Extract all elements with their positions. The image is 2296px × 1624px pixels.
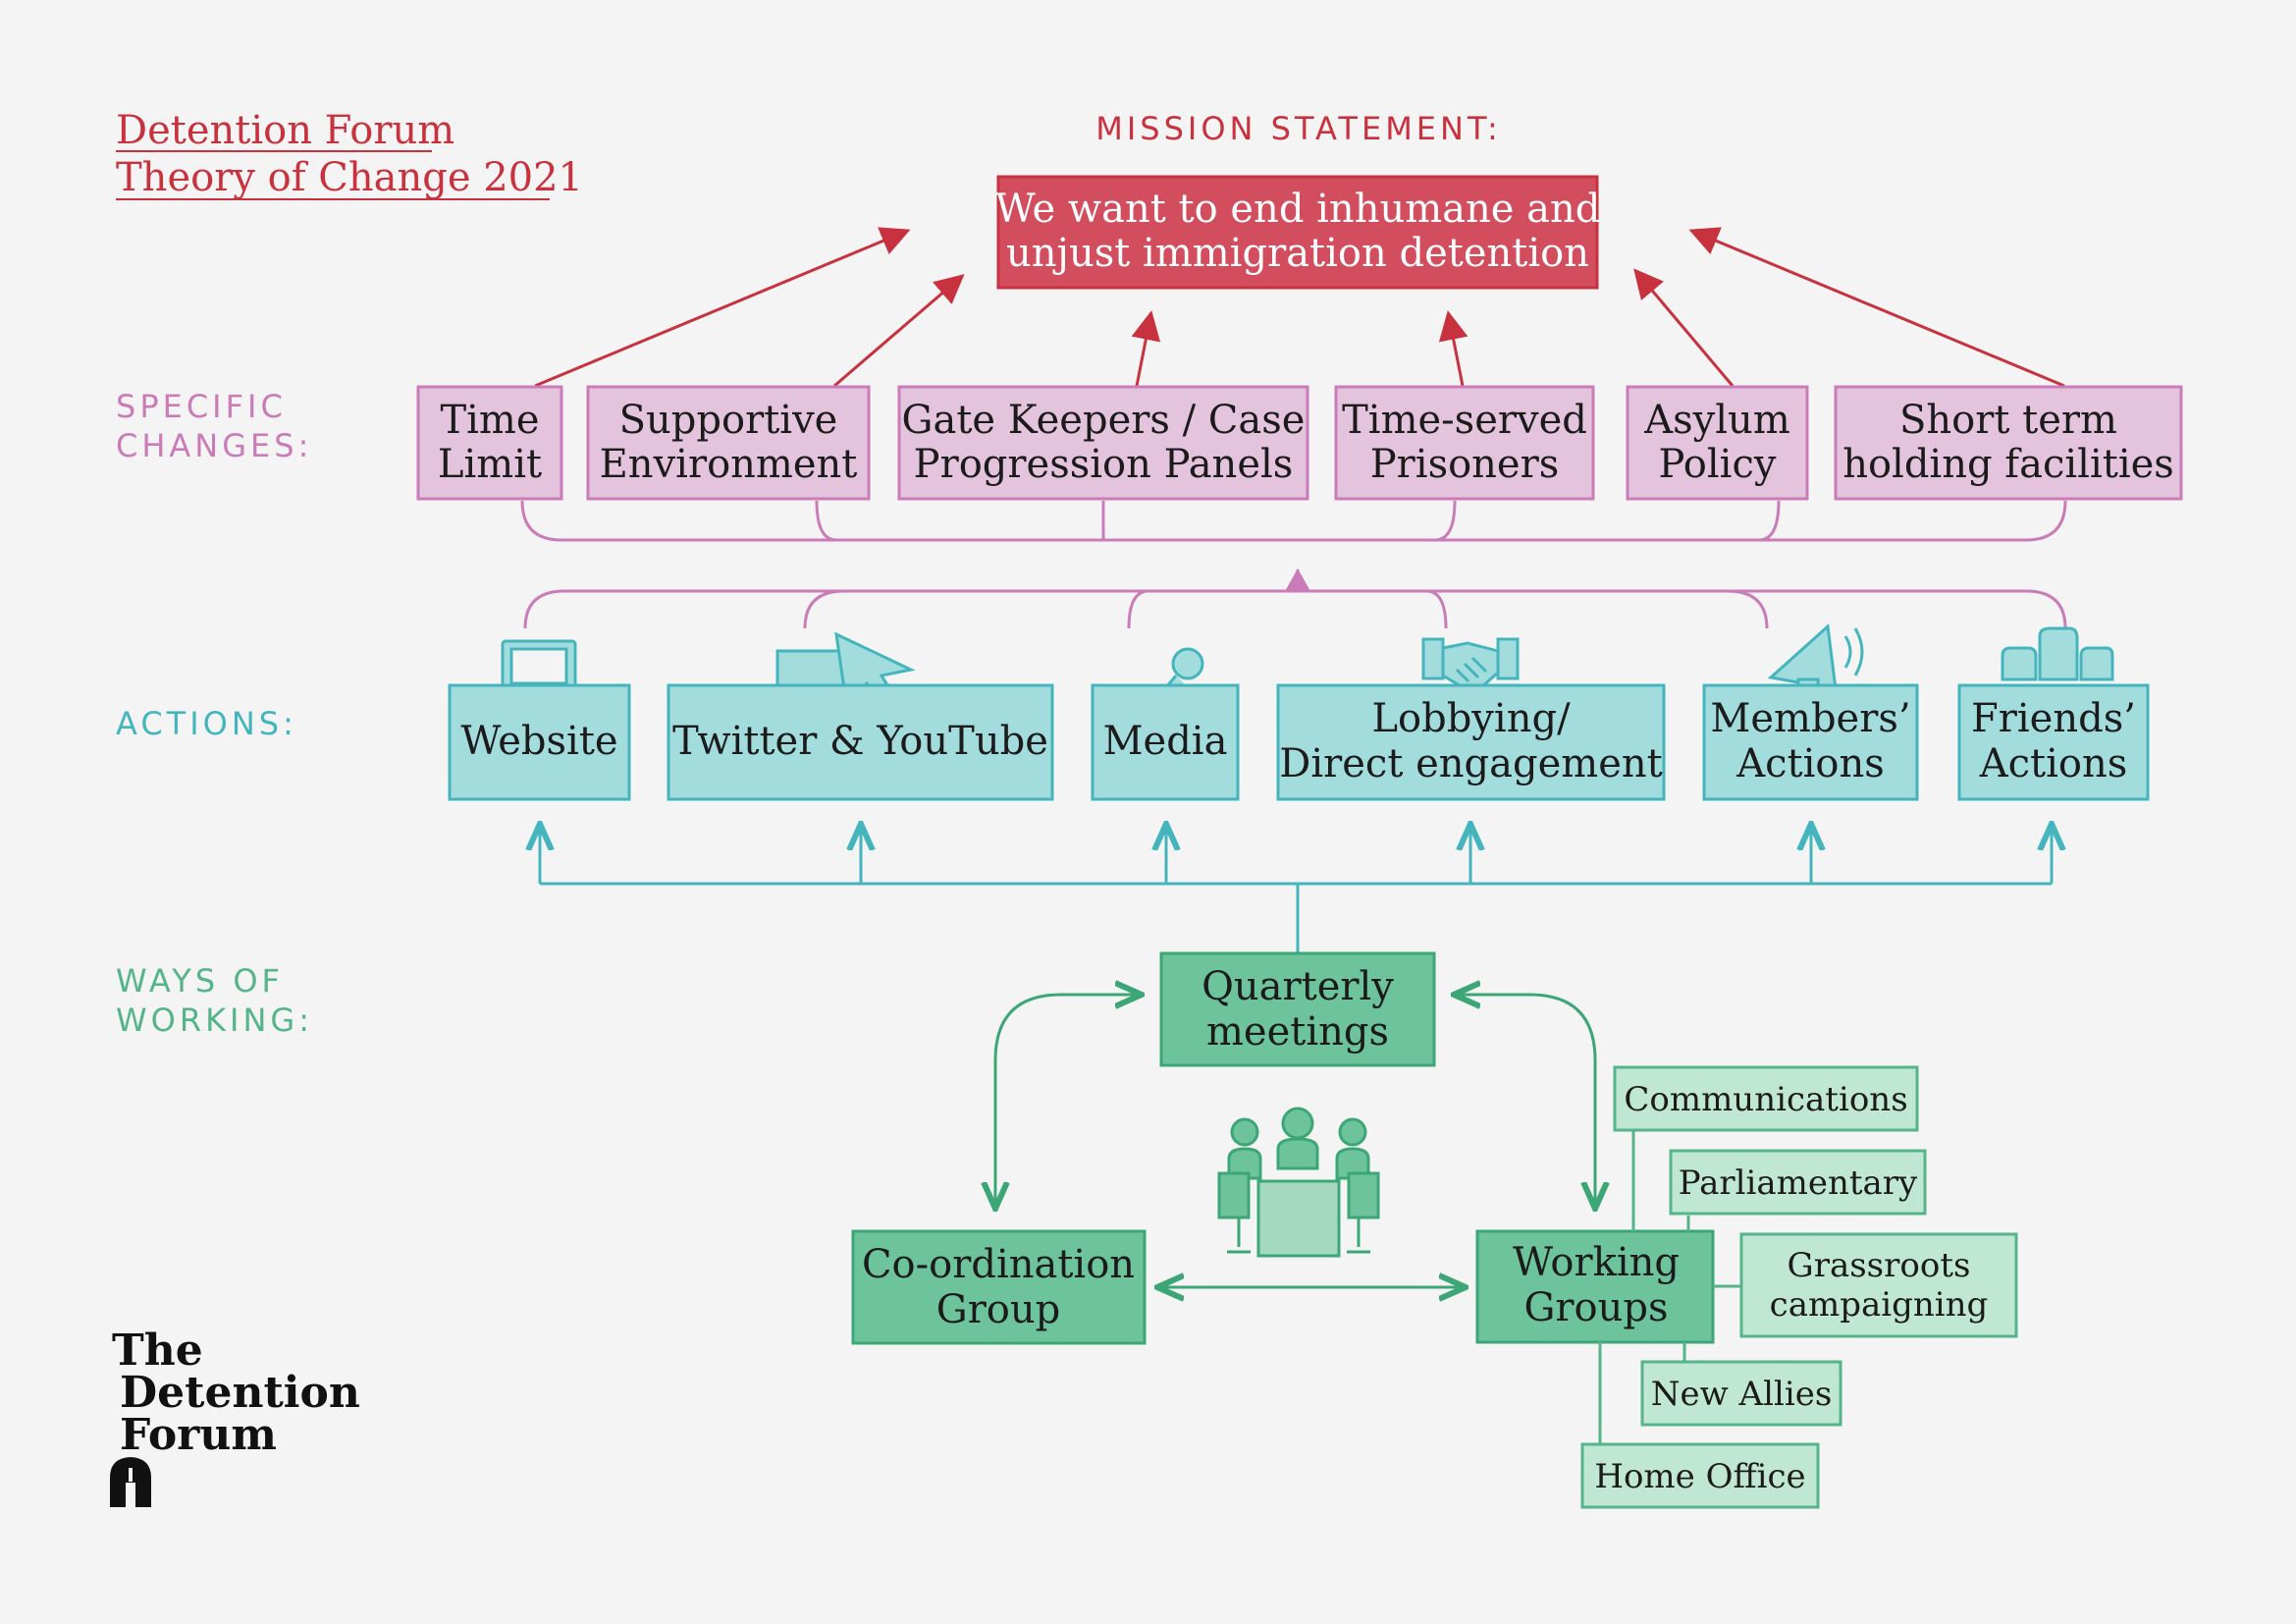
actions: Website Twitter & YouTube Media Lobbying/Di… (448, 683, 2150, 801)
change-box (1626, 385, 1809, 501)
action-box (1702, 683, 1919, 801)
change-label-line-1: Short term (1899, 398, 2117, 443)
change-bracket (520, 500, 2067, 629)
subgroup-label: Parliamentary (1679, 1164, 1918, 1203)
change-label-line-2: Prisoners (1370, 442, 1560, 487)
action-item: Twitter & YouTube (667, 683, 1054, 801)
action-item: Members’Actions (1702, 683, 1919, 801)
subgroup-box (1739, 1232, 2018, 1338)
action-box (667, 683, 1054, 801)
ways-connectors (995, 995, 1595, 1287)
change-box (1834, 385, 2183, 501)
logo-line-1: The (112, 1326, 203, 1376)
logo-line-3: Forum (120, 1410, 277, 1460)
action-label: Twitter & YouTube (672, 719, 1048, 764)
change-label-line-2: Policy (1659, 442, 1777, 487)
mission-box (996, 175, 1599, 290)
subgroup-item: Parliamentary (1669, 1149, 1927, 1216)
mission-arrows (534, 227, 2065, 388)
detention-forum-logo: The Detention Forum (110, 1326, 360, 1507)
subgroup-box (1640, 1360, 1842, 1427)
ways-of-working-label-1: WAYS OF (116, 962, 284, 1000)
handshake-icon (1421, 637, 1520, 697)
subgroup-box (1580, 1442, 1820, 1509)
action-box (1091, 683, 1240, 801)
action-box (1957, 683, 2150, 801)
title-line-2: Theory of Change 2021 (116, 155, 583, 200)
coordination-group-line-1: Co-ordination (862, 1242, 1135, 1287)
quarterly-meetings-line-1: Quarterly (1201, 964, 1394, 1009)
specific-changes-label-2: CHANGES: (116, 427, 312, 464)
document-title: Detention Forum Theory of Change 2021 (116, 108, 583, 200)
subgroup-item: Home Office (1580, 1442, 1820, 1509)
change-label-line-1: Asylum (1643, 398, 1790, 443)
action-box (1276, 683, 1666, 801)
quarterly-meetings-line-2: meetings (1206, 1009, 1389, 1055)
action-box (448, 683, 631, 801)
subgroup-box (1613, 1065, 1919, 1132)
actions-label: ACTIONS: (116, 705, 297, 742)
action-label: Media (1103, 719, 1228, 764)
coordination-group-line-2: Group (936, 1287, 1061, 1332)
change-label-line-1: Gate Keepers / Case (902, 398, 1306, 443)
subgroup-item: New Allies (1640, 1360, 1842, 1427)
mission-label: MISSION STATEMENT: (1095, 110, 1502, 147)
quarterly-meetings-box (1159, 951, 1436, 1067)
working-subgroups: CommunicationsParliamentaryGrassrootscam… (1580, 1065, 2018, 1509)
ways-of-working-label-2: WORKING: (116, 1001, 313, 1039)
subgroup-label: New Allies (1651, 1375, 1833, 1414)
change-label-line-2: holding facilities (1842, 442, 2174, 487)
action-item: Media (1091, 683, 1240, 801)
subgroup-item: Communications (1613, 1065, 1919, 1132)
raised-fists-icon (2001, 626, 2114, 681)
action-label: Website (460, 719, 617, 764)
action-item: Website (448, 683, 631, 801)
action-label-line-1: Friends’ (1971, 696, 2136, 741)
subgroup-label: Home Office (1594, 1457, 1805, 1496)
action-item: Friends’Actions (1957, 683, 2150, 801)
action-label-line-1: Lobbying/ (1371, 696, 1571, 741)
meeting-icon (1217, 1107, 1380, 1258)
change-label-line-1: Time-served (1342, 398, 1587, 443)
action-connectors (540, 827, 2052, 952)
mission-line-1: We want to end inhumane and (995, 187, 1601, 232)
action-label-line-2: Direct engagement (1279, 741, 1662, 786)
change-box (586, 385, 871, 501)
change-box (897, 385, 1309, 501)
working-groups-line-2: Groups (1523, 1285, 1668, 1330)
change-label-line-1: Supportive (619, 398, 838, 443)
title-line-1: Detention Forum (116, 108, 454, 153)
subgroup-label: Communications (1624, 1080, 1907, 1119)
subgroup-label-line-2: campaigning (1770, 1285, 1989, 1325)
coordination-group-box (851, 1229, 1147, 1345)
change-label-line-2: Progression Panels (914, 442, 1294, 487)
action-label-line-2: Actions (1979, 741, 2128, 786)
change-box (416, 385, 563, 501)
change-label-line-2: Environment (600, 442, 858, 487)
logo-line-2: Detention (120, 1368, 360, 1418)
subgroup-label-line-1: Grassroots (1788, 1246, 1971, 1285)
action-label-line-2: Actions (1735, 741, 1885, 786)
change-box (1334, 385, 1595, 501)
logo-gate-icon (110, 1457, 151, 1507)
change-label-line-1: Time (440, 398, 539, 443)
action-item: Lobbying/Direct engagement (1276, 683, 1666, 801)
subgroup-box (1669, 1149, 1927, 1216)
working-groups-line-1: Working (1513, 1240, 1680, 1285)
specific-changes-label-1: SPECIFIC (116, 388, 287, 425)
action-label-line-1: Members’ (1710, 696, 1910, 741)
change-label-line-2: Limit (438, 442, 542, 487)
mission-line-2: unjust immigration detention (1006, 231, 1589, 276)
